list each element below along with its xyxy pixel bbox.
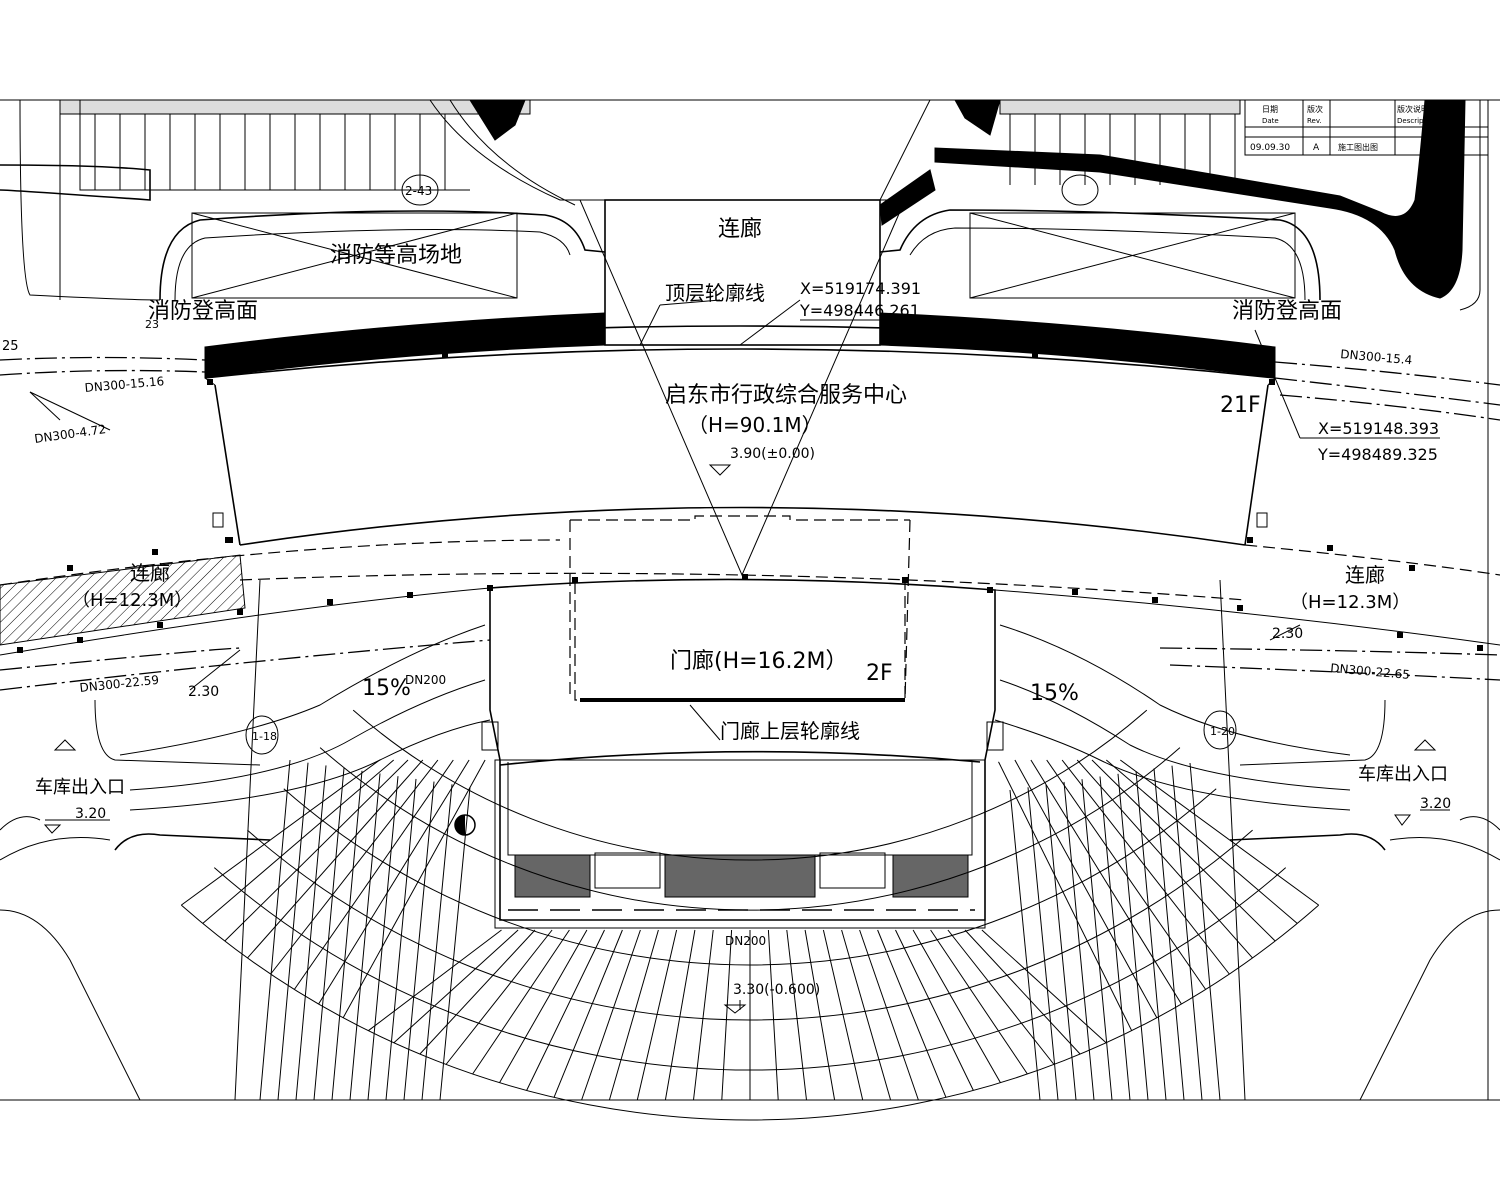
fire-rescue-site-right: [969, 212, 1296, 299]
titleblock-desc: 施工图出图: [1338, 142, 1378, 152]
edge-25: 25: [2, 339, 19, 354]
garage-right-label: 车库出入口: [1358, 764, 1448, 785]
garage-right-level: 3.20: [1420, 796, 1451, 812]
pipe-dn300-2265: DN300-22.65: [1330, 661, 1411, 682]
parking-strip-top-right: [999, 99, 1241, 185]
level-230-left: 2.30: [188, 684, 219, 700]
utility-lines: [0, 356, 1500, 691]
axis-1-18: 1-18: [252, 730, 277, 743]
titleblock-sub-rev: Rev.: [1307, 117, 1322, 125]
plaza-edges: [0, 816, 1500, 1101]
right-bridge: [994, 544, 1500, 646]
edge-23: 23: [145, 318, 159, 331]
fire-rescue-site-left: [191, 212, 518, 299]
titleblock-sub-desc: Description: [1397, 117, 1437, 125]
building-level: 3.90(±0.00): [730, 446, 815, 462]
level-230-right: 2.30: [1272, 626, 1303, 642]
porch-outline-label: 门廊上层轮廓线: [720, 719, 860, 743]
plaza-paving: [180, 709, 1320, 1121]
bridge-right-label: 连廊: [1345, 563, 1385, 587]
fire-face-left-label: 消防登高面: [148, 299, 258, 324]
level-markers: [43, 464, 1437, 1014]
axis-2-43: 2-43: [405, 184, 432, 198]
leader-lines: [29, 299, 1450, 1101]
building-outline-lines: [239, 199, 1246, 701]
garage-left-label: 车库出入口: [35, 777, 125, 798]
garage-left-level: 3.20: [75, 806, 106, 822]
parking-strip-top-left: [59, 99, 531, 191]
column-posts: [17, 352, 1483, 653]
slope-left: 15%: [362, 676, 411, 701]
axis-bubbles: [245, 174, 1237, 755]
fire-road-edges: [204, 99, 1466, 379]
pipe-dn300-472: DN300-4.72: [33, 422, 106, 446]
ramp-left: [94, 624, 491, 811]
site-road-outlines: [0, 99, 1481, 311]
building-height: （H=90.1M）: [688, 413, 822, 437]
plaza-level: 3.30(-0.600): [733, 982, 820, 998]
titleblock-header-desc: 版次说明: [1397, 104, 1429, 114]
bridge-left-label: 连廊: [130, 561, 170, 585]
fire-site-label: 消防等高场地: [330, 243, 462, 268]
fire-face-right-label: 消防登高面: [1232, 299, 1342, 324]
pipe-dn300-154: DN300-15.4: [1340, 347, 1413, 367]
ramp-right: [994, 624, 1386, 811]
pipe-dn300-1516: DN300-15.16: [84, 374, 165, 395]
titleblock-sub-date: Date: [1262, 117, 1279, 125]
porch: [454, 578, 1004, 929]
floors-2: 2F: [866, 661, 893, 686]
pipe-dn200-left: DN200: [405, 673, 446, 687]
porch-label: 门廊(H=16.2M）: [670, 649, 848, 674]
bridge-top-label: 连廊: [718, 217, 762, 242]
titleblock-header-date: 日期: [1262, 105, 1278, 114]
coord2-x: X=519148.393: [1318, 419, 1439, 438]
building-name: 启东市行政综合服务中心: [665, 383, 907, 408]
titleblock-header-rev: 版次: [1307, 104, 1323, 114]
coord2-y: Y=498489.325: [1317, 445, 1438, 464]
bridge-right-height: （H=12.3M）: [1290, 592, 1410, 613]
slope-right: 15%: [1030, 681, 1079, 706]
coord1-y: Y=498446.261: [799, 301, 920, 320]
titleblock-date: 09.09.30: [1250, 143, 1290, 153]
floors-21: 21F: [1220, 393, 1261, 418]
main-building: [204, 325, 1276, 546]
roof-outline-label: 顶层轮廓线: [665, 281, 765, 305]
pipe-dn300-2259: DN300-22.59: [79, 673, 160, 695]
titleblock-rev: A: [1313, 143, 1320, 153]
pipe-dn200-bottom: DN200: [725, 934, 766, 948]
bridge-left-height: （H=12.3M）: [72, 590, 192, 611]
axis-1-20: 1-20: [1210, 725, 1235, 738]
coord1-x: X=519174.391: [800, 279, 921, 298]
